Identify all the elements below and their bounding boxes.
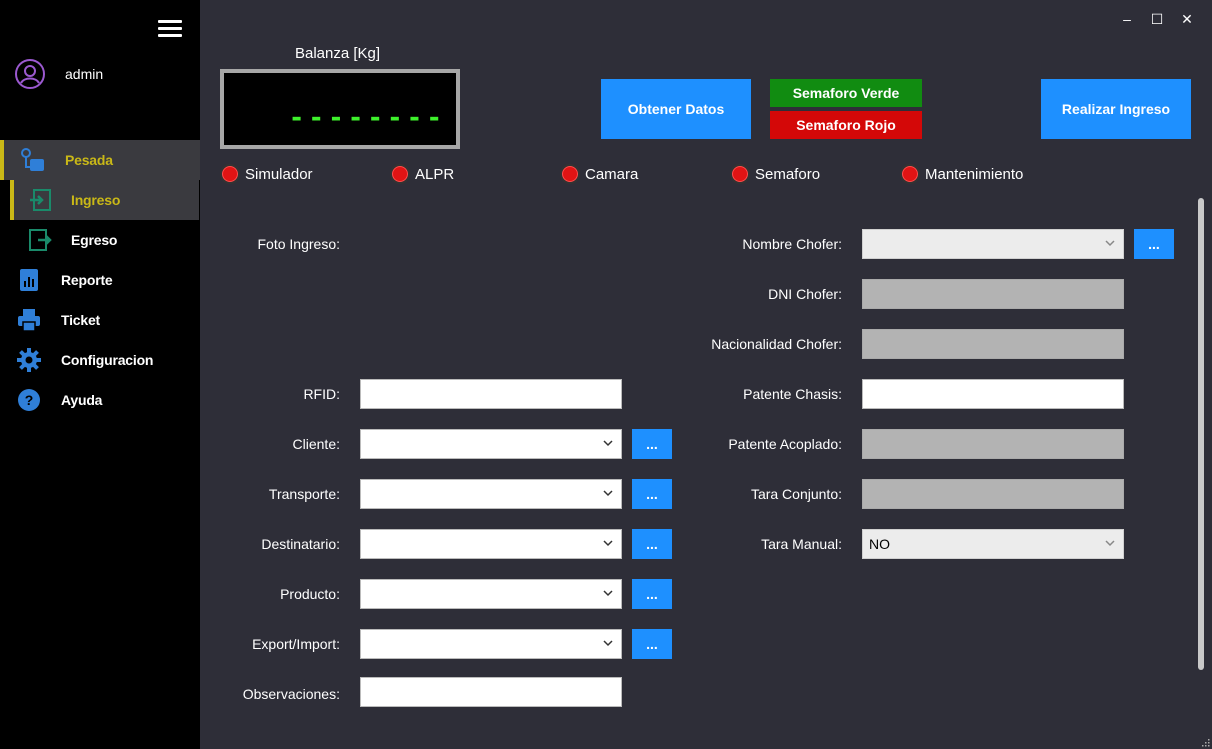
chevron-down-icon — [603, 540, 613, 547]
tara-manual-select[interactable]: NO — [862, 529, 1124, 559]
maximize-button[interactable]: ☐ — [1150, 10, 1164, 27]
sidebar-item-ingreso[interactable]: Ingreso — [10, 180, 199, 220]
patente-chasis-input[interactable] — [862, 379, 1124, 409]
destinatario-label: Destinatario: — [261, 536, 340, 552]
vertical-scrollbar[interactable] — [1198, 198, 1204, 670]
transporte-label: Transporte: — [268, 486, 340, 502]
scale-reading: -------- — [288, 103, 446, 133]
patente-acoplado-field — [862, 429, 1124, 459]
producto-lookup-button[interactable]: ... — [632, 579, 672, 609]
destinatario-lookup-button[interactable]: ... — [632, 529, 672, 559]
status-led-icon — [560, 164, 580, 184]
status-led-icon — [900, 164, 920, 184]
status-semaforo: Semaforo — [730, 164, 820, 184]
main-panel: – ☐ ✕ Balanza [Kg] -------- Obtener Dato… — [200, 0, 1212, 749]
sidebar-item-egreso[interactable]: Egreso — [0, 220, 200, 260]
export-import-lookup-button[interactable]: ... — [632, 629, 672, 659]
destinatario-select[interactable] — [360, 529, 622, 559]
export-import-label: Export/Import: — [252, 636, 340, 652]
minimize-button[interactable]: – — [1123, 11, 1131, 27]
chevron-down-icon — [603, 590, 613, 597]
scale-title: Balanza [Kg] — [295, 45, 381, 62]
dni-chofer-field — [862, 279, 1124, 309]
chevron-down-icon — [603, 490, 613, 497]
entry-icon — [28, 187, 54, 213]
rfid-input[interactable] — [360, 379, 622, 409]
gear-icon — [16, 347, 42, 373]
nombre-chofer-select[interactable] — [862, 229, 1124, 259]
patente-acoplado-label: Patente Acoplado: — [728, 436, 842, 452]
nacionalidad-chofer-field — [862, 329, 1124, 359]
window-controls: – ☐ ✕ — [1112, 10, 1202, 28]
cliente-label: Cliente: — [292, 436, 340, 452]
tara-manual-label: Tara Manual: — [761, 536, 842, 552]
user-icon — [15, 59, 45, 89]
semaforo-rojo-button[interactable]: Semaforo Rojo — [770, 111, 922, 139]
menu-icon[interactable] — [158, 20, 182, 38]
chevron-down-icon — [603, 440, 613, 447]
sidebar-item-label: Configuracion — [61, 352, 154, 368]
status-alpr: ALPR — [390, 164, 454, 184]
transporte-lookup-button[interactable]: ... — [632, 479, 672, 509]
sidebar-item-label: Ingreso — [71, 192, 121, 208]
sidebar-item-pesada[interactable]: Pesada — [0, 140, 200, 180]
sidebar-item-label: Egreso — [71, 232, 118, 248]
printer-icon — [16, 307, 42, 333]
transporte-select[interactable] — [360, 479, 622, 509]
tara-conjunto-field — [862, 479, 1124, 509]
export-import-select[interactable] — [360, 629, 622, 659]
observaciones-label: Observaciones: — [242, 686, 340, 702]
producto-label: Producto: — [280, 586, 340, 602]
cliente-lookup-button[interactable]: ... — [632, 429, 672, 459]
obtener-datos-button[interactable]: Obtener Datos — [601, 79, 751, 139]
nacionalidad-chofer-label: Nacionalidad Chofer: — [711, 336, 842, 352]
sidebar-item-label: Ticket — [61, 312, 101, 328]
semaforo-verde-button[interactable]: Semaforo Verde — [770, 79, 922, 107]
status-led-icon — [220, 164, 240, 184]
report-icon — [16, 267, 42, 293]
user-profile: admin — [14, 58, 103, 90]
status-camara: Camara — [560, 164, 638, 184]
close-button[interactable]: ✕ — [1181, 10, 1193, 27]
help-icon: ? — [16, 387, 42, 413]
rfid-label: RFID: — [303, 386, 340, 402]
status-simulador: Simulador — [220, 164, 313, 184]
sidebar-item-label: Pesada — [65, 152, 113, 168]
sidebar-item-reporte[interactable]: Reporte — [0, 260, 200, 300]
sidebar-item-ayuda[interactable]: ? Ayuda — [0, 380, 200, 420]
chevron-down-icon — [1105, 540, 1115, 547]
status-led-icon — [730, 164, 750, 184]
nombre-chofer-label: Nombre Chofer: — [742, 236, 842, 252]
scale-icon — [20, 147, 46, 173]
cliente-select[interactable] — [360, 429, 622, 459]
username: admin — [65, 66, 104, 82]
chevron-down-icon — [1105, 240, 1115, 247]
tara-manual-value: NO — [869, 536, 890, 552]
tara-conjunto-label: Tara Conjunto: — [750, 486, 842, 502]
sidebar-item-ticket[interactable]: Ticket — [0, 300, 200, 340]
chevron-down-icon — [603, 640, 613, 647]
svg-text:?: ? — [25, 392, 34, 408]
realizar-ingreso-button[interactable]: Realizar Ingreso — [1041, 79, 1191, 139]
foto-ingreso-label: Foto Ingreso: — [257, 236, 341, 252]
status-mantenimiento: Mantenimiento — [900, 164, 1023, 184]
status-led-icon — [390, 164, 410, 184]
sidebar-item-label: Ayuda — [61, 392, 103, 408]
sidebar: admin Pesada Ingreso Egreso Reporte Tick… — [0, 0, 200, 749]
producto-select[interactable] — [360, 579, 622, 609]
sidebar-item-label: Reporte — [61, 272, 113, 288]
sidebar-item-configuracion[interactable]: Configuracion — [0, 340, 200, 380]
nombre-chofer-lookup-button[interactable]: ... — [1134, 229, 1174, 259]
patente-chasis-label: Patente Chasis: — [743, 386, 842, 402]
resize-grip-icon[interactable] — [1200, 737, 1210, 747]
dni-chofer-label: DNI Chofer: — [768, 286, 842, 302]
observaciones-input[interactable] — [360, 677, 622, 707]
scale-display: -------- — [220, 69, 460, 149]
exit-icon — [28, 227, 54, 253]
